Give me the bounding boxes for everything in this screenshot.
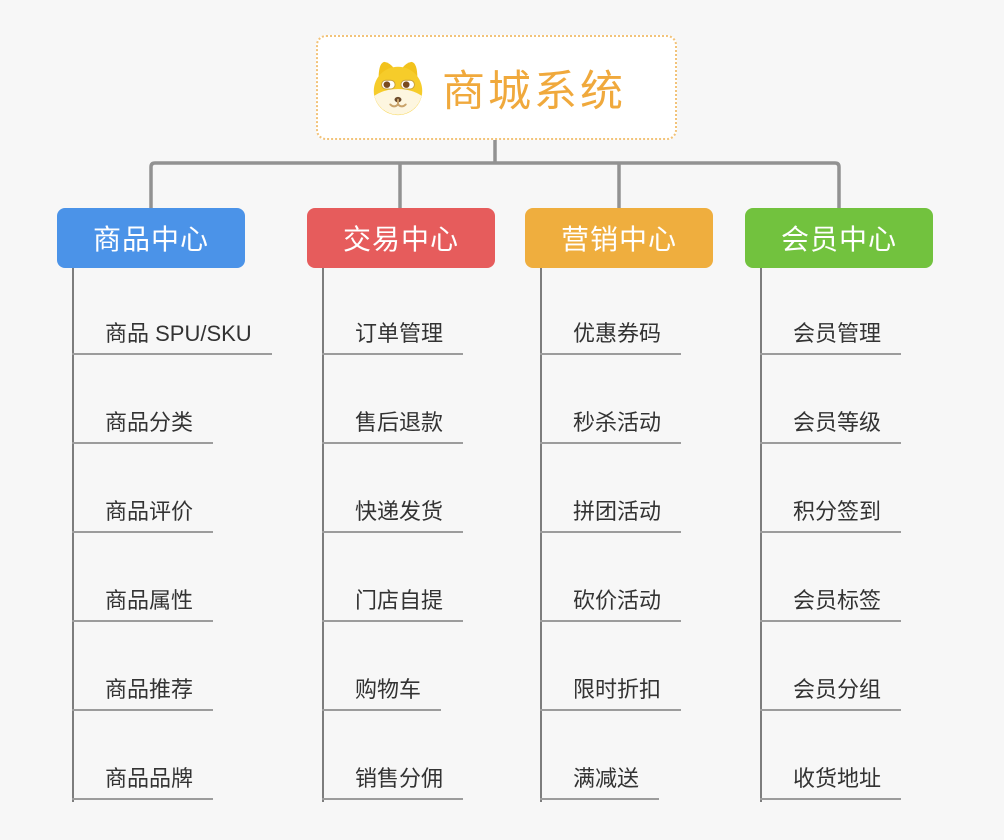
child-topic[interactable]: 快递发货 xyxy=(322,487,464,533)
branch-node[interactable]: 会员中心 xyxy=(745,208,933,268)
child-topic[interactable]: 订单管理 xyxy=(322,309,464,355)
child-topic[interactable]: 销售分佣 xyxy=(322,754,464,800)
child-topic[interactable]: 门店自提 xyxy=(322,576,464,622)
branch-node[interactable]: 营销中心 xyxy=(525,208,713,268)
branch-node[interactable]: 交易中心 xyxy=(307,208,495,268)
branch-connector-line xyxy=(540,268,542,802)
shiba-dog-icon xyxy=(373,61,423,115)
child-topic[interactable]: 优惠券码 xyxy=(540,309,682,355)
child-topic[interactable]: 商品品牌 xyxy=(72,754,214,800)
branch-connector-line xyxy=(72,268,74,802)
child-topic[interactable]: 收货地址 xyxy=(760,754,902,800)
child-topic[interactable]: 售后退款 xyxy=(322,398,464,444)
child-topic[interactable]: 商品评价 xyxy=(72,487,214,533)
child-topic[interactable]: 积分签到 xyxy=(760,487,902,533)
child-topic[interactable]: 商品推荐 xyxy=(72,665,214,711)
child-topic[interactable]: 满减送 xyxy=(540,754,660,800)
child-topic[interactable]: 会员分组 xyxy=(760,665,902,711)
child-topic[interactable]: 砍价活动 xyxy=(540,576,682,622)
child-topic[interactable]: 会员标签 xyxy=(760,576,902,622)
branch-node[interactable]: 商品中心 xyxy=(57,208,245,268)
child-topic[interactable]: 会员等级 xyxy=(760,398,902,444)
branch-connector-line xyxy=(760,268,762,802)
root-node[interactable]: 商城系统 xyxy=(316,35,677,140)
child-topic[interactable]: 会员管理 xyxy=(760,309,902,355)
branch-connector-line xyxy=(322,268,324,802)
child-topic[interactable]: 购物车 xyxy=(322,665,442,711)
child-topic[interactable]: 限时折扣 xyxy=(540,665,682,711)
root-title: 商城系统 xyxy=(442,67,626,116)
child-topic[interactable]: 商品 SPU/SKU xyxy=(72,309,272,355)
child-topic[interactable]: 商品分类 xyxy=(72,398,214,444)
child-topic[interactable]: 拼团活动 xyxy=(540,487,682,533)
child-topic[interactable]: 秒杀活动 xyxy=(540,398,682,444)
child-topic[interactable]: 商品属性 xyxy=(72,576,214,622)
